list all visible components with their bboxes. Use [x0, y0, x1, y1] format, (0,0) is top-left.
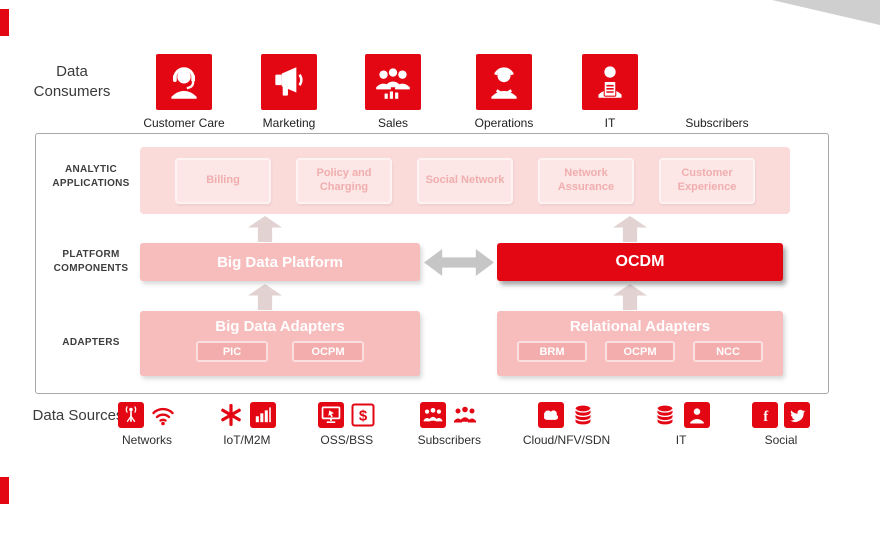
- red-corner-bar-top: [0, 9, 9, 36]
- source-group-oss-bss: $ OSS/BSS: [317, 402, 376, 447]
- consumer-label: Marketing: [262, 116, 316, 130]
- facebook-icon: f: [751, 402, 778, 428]
- crowd-icon: [452, 402, 478, 428]
- source-group-it: IT: [652, 402, 711, 447]
- sub-box-ocpm: OCPM: [292, 341, 364, 362]
- source-group-cloud-nfv-sdn: Cloud/NFV/SDN: [523, 402, 610, 447]
- svg-text:$: $: [359, 408, 368, 425]
- big-data-adapters-box: Big Data Adapters PIC OCPM: [140, 311, 420, 376]
- consumer-item-sales: Sales: [338, 54, 448, 130]
- consumer-item-it: IT: [555, 54, 665, 130]
- consumer-label: IT: [604, 116, 616, 130]
- antenna-icon: [118, 402, 144, 428]
- data-consumers-label: Data Consumers: [33, 63, 111, 101]
- platform-row-label: PLATFORM COMPONENTS: [53, 249, 129, 274]
- coins-icon: [570, 402, 596, 428]
- app-box-social-network: Social Network: [417, 157, 513, 204]
- consumer-item-customer-care: Customer Care: [129, 54, 239, 130]
- dollar-icon: $: [350, 402, 376, 428]
- app-box-customer-experience: Customer Experience: [659, 157, 755, 204]
- data-sources-label: Data Sources: [32, 407, 124, 424]
- sub-box-ocpm: OCPM: [605, 341, 675, 362]
- source-label: IoT/M2M: [223, 433, 271, 447]
- sub-box-ncc: NCC: [693, 341, 763, 362]
- source-group-networks: Networks: [118, 402, 176, 447]
- twitter-bird-icon: [783, 402, 810, 428]
- red-corner-bar-bottom: [0, 477, 9, 504]
- source-icons: f: [751, 402, 810, 428]
- star-of-life-icon: [218, 402, 244, 428]
- customer-care-icon: [156, 54, 212, 110]
- analytic-applications-strip: Billing Policy and Charging Social Netwo…: [140, 147, 790, 214]
- source-icons: [652, 402, 711, 428]
- consumer-label: Operations: [474, 116, 534, 130]
- source-label: Social: [764, 433, 798, 447]
- consumer-label: Customer Care: [143, 116, 225, 130]
- data-sources-row: Networks IoT/M2M $ OSS/BSS Subscribers C…: [118, 402, 810, 447]
- monitor-icon: [317, 402, 344, 428]
- ocdm-box: OCDM: [497, 243, 783, 281]
- consumer-label: Sales: [377, 116, 409, 130]
- source-label: OSS/BSS: [320, 433, 374, 447]
- sub-box-brm: BRM: [517, 341, 587, 362]
- source-label: Subscribers: [417, 433, 481, 447]
- consumer-label: Subscribers: [685, 116, 749, 130]
- relational-adapters-box: Relational Adapters BRM OCPM NCC: [497, 311, 783, 376]
- consumer-item-subscribers: Subscribers: [662, 54, 772, 130]
- consumer-item-operations: Operations: [449, 54, 559, 130]
- it-icon: [582, 54, 638, 110]
- app-box-policy-charging: Policy and Charging: [296, 157, 392, 204]
- adapters-row-label: ADAPTERS: [62, 337, 120, 348]
- analytic-row-label: ANALYTIC APPLICATIONS: [52, 164, 130, 189]
- sales-icon: [365, 54, 421, 110]
- gray-corner-decoration: [772, 0, 880, 25]
- svg-text:f: f: [763, 409, 768, 425]
- source-icons: [118, 402, 176, 428]
- adapter-subrow: PIC OCPM: [184, 341, 376, 362]
- source-group-social: f Social: [751, 402, 810, 447]
- source-icons: [218, 402, 276, 428]
- cloud-icon: [537, 402, 564, 428]
- app-box-network-assurance: Network Assurance: [538, 157, 634, 204]
- source-label: IT: [675, 433, 687, 447]
- sub-box-pic: PIC: [196, 341, 268, 362]
- source-icons: [420, 402, 478, 428]
- source-group-iot-m2m: IoT/M2M: [218, 402, 276, 447]
- source-label: Cloud/NFV/SDN: [522, 433, 611, 447]
- big-data-platform-box: Big Data Platform: [140, 243, 420, 281]
- consumer-item-marketing: Marketing: [234, 54, 344, 130]
- it-person-icon: [684, 402, 711, 428]
- source-icons: $: [317, 402, 376, 428]
- people-group-icon: [420, 402, 447, 428]
- megaphone-icon: [261, 54, 317, 110]
- wifi-icon: [150, 402, 176, 428]
- app-box-billing: Billing: [175, 157, 271, 204]
- operations-icon: [476, 54, 532, 110]
- database-icon: [652, 402, 678, 428]
- source-label: Networks: [121, 433, 172, 447]
- adapter-subrow: BRM OCPM NCC: [508, 341, 772, 362]
- source-icons: [537, 402, 596, 428]
- adapter-title: Big Data Adapters: [215, 318, 345, 335]
- signal-meter-icon: [249, 402, 276, 428]
- source-group-subscribers: Subscribers: [418, 402, 481, 447]
- adapter-title: Relational Adapters: [569, 318, 711, 335]
